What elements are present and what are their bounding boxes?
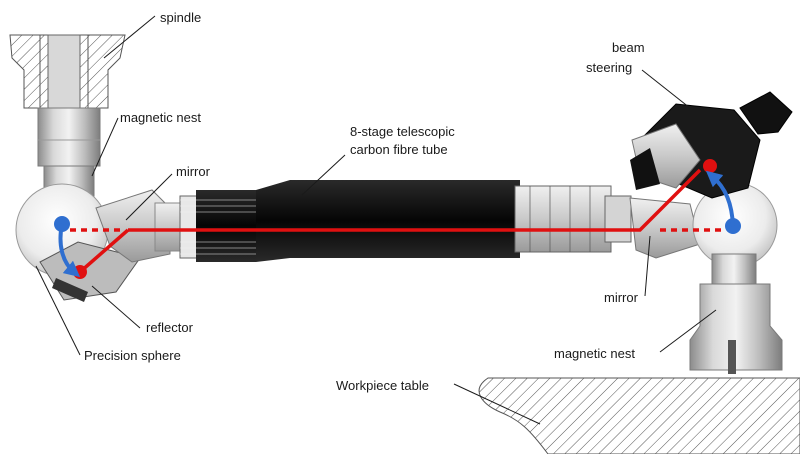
label-magnetic-nest-top: magnetic nest bbox=[120, 110, 201, 125]
magnetic-nest-bottom bbox=[689, 253, 783, 374]
right-joint-arm bbox=[629, 197, 701, 259]
curved-arrow-icon bbox=[705, 170, 741, 234]
label-workpiece-table: Workpiece table bbox=[336, 378, 429, 393]
curved-arrow-icon bbox=[54, 216, 81, 278]
telescopic-tube bbox=[154, 180, 632, 262]
label-reflector: reflector bbox=[146, 320, 194, 335]
label-magnetic-nest-bottom: magnetic nest bbox=[554, 346, 635, 361]
workpiece-table bbox=[478, 377, 800, 454]
beam-steering-unit bbox=[630, 91, 793, 199]
label-beam-steering-line2: steering bbox=[586, 60, 632, 75]
label-tube-line1: 8-stage telescopic bbox=[350, 124, 455, 139]
laser-beam bbox=[70, 159, 726, 279]
label-tube-line2: carbon fibre tube bbox=[350, 142, 448, 157]
label-precision-sphere: Precision sphere bbox=[84, 348, 181, 363]
label-mirror-bottom: mirror bbox=[604, 290, 639, 305]
label-mirror-top: mirror bbox=[176, 164, 211, 179]
label-spindle: spindle bbox=[160, 10, 201, 25]
spindle bbox=[9, 34, 126, 109]
label-beam-steering-line1: beam bbox=[612, 40, 645, 55]
leader-lines bbox=[35, 15, 717, 425]
magnetic-nest-top bbox=[37, 107, 101, 197]
